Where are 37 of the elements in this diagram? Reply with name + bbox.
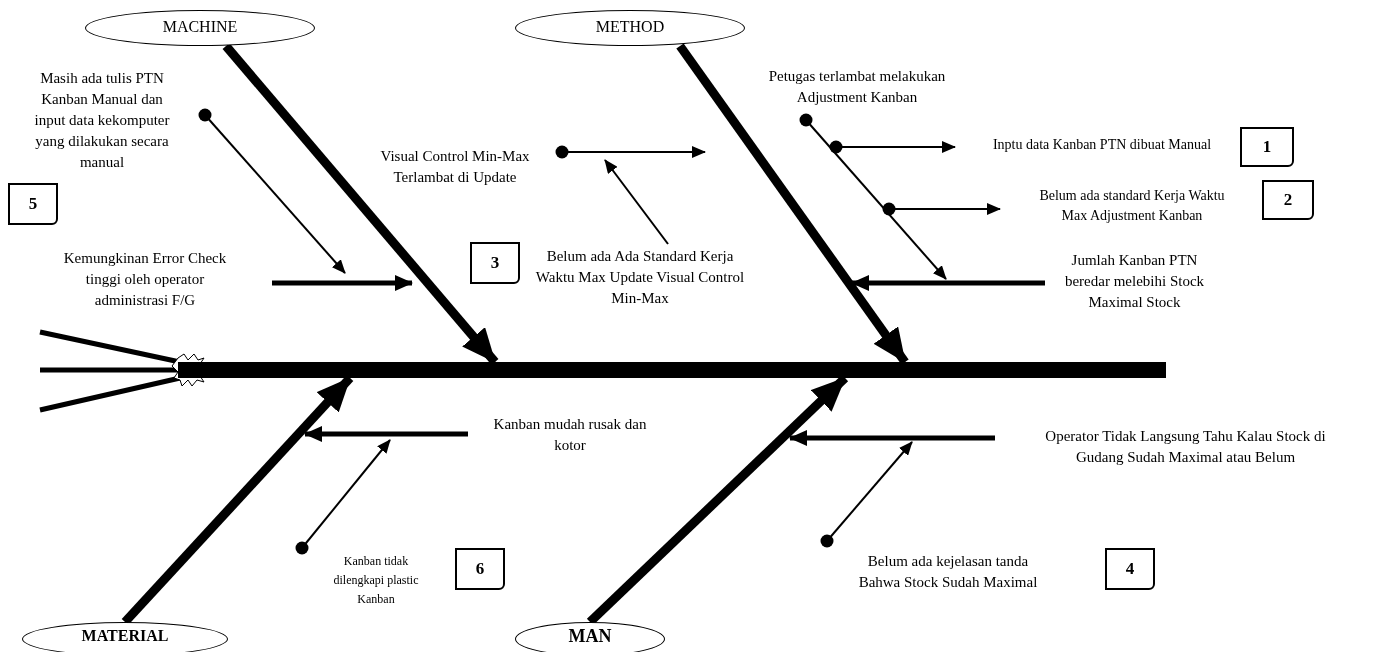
arrow <box>851 275 1045 291</box>
arrow <box>882 202 1001 216</box>
category-ellipse: MACHINE <box>85 10 315 46</box>
cause-text: Kanban tidak dilengkapi plastic Kanban <box>326 552 426 612</box>
cause-text: Visual Control Min-Max Terlambat di Update <box>355 146 555 190</box>
arrow <box>604 159 669 245</box>
arrow <box>304 426 468 442</box>
number-box: 1 <box>1240 127 1294 167</box>
arrow <box>789 430 995 446</box>
cause-text: Operator Tidak Langsung Tahu Kalau Stock di Gudang Sudah Maximal atau Belum <box>1038 426 1333 470</box>
arrow <box>829 140 956 154</box>
cause-text: Inptu data Kanban PTN dibuat Manual <box>962 135 1242 157</box>
arrow <box>272 275 413 291</box>
cause-text: Belum ada kejelasan tanda Bahwa Stock Sudah Maximal <box>853 551 1043 595</box>
cause-text: Belum ada Ada Standard Kerja Waktu Max Update Visual Control Min-Max <box>534 246 746 312</box>
arrow <box>295 439 391 555</box>
category-ellipse: MATERIAL <box>22 622 228 652</box>
cause-text: Belum ada standard Kerja Waktu Max Adjustment Kanban <box>1032 186 1232 230</box>
number-box: 2 <box>1262 180 1314 220</box>
arrow <box>820 441 913 548</box>
number-box: 4 <box>1105 548 1155 590</box>
arrow <box>555 145 706 159</box>
number-box: 3 <box>470 242 520 284</box>
number-box: 6 <box>455 548 505 590</box>
arrow <box>799 113 947 280</box>
cause-text: Kanban mudah rusak dan kotor <box>490 414 650 458</box>
cause-text: Masih ada tulis PTN Kanban Manual dan input data kekomputer yang dilakukan secara manual <box>26 68 178 178</box>
cause-text: Petugas terlambat melakukan Adjustment Kanban <box>742 66 972 110</box>
category-ellipse: MAN <box>515 622 665 652</box>
number-box: 5 <box>8 183 58 225</box>
bone-arrow <box>676 43 909 365</box>
cause-text: Jumlah Kanban PTN beredar melebihi Stock Maximal Stock <box>1057 250 1212 316</box>
cause-text: Kemungkinan Error Check tinggi oleh operator administrasi F/G <box>59 248 231 314</box>
category-ellipse: METHOD <box>515 10 745 46</box>
fish-spine <box>178 362 1166 378</box>
arrow <box>198 108 346 274</box>
bone-arrow <box>222 43 499 365</box>
